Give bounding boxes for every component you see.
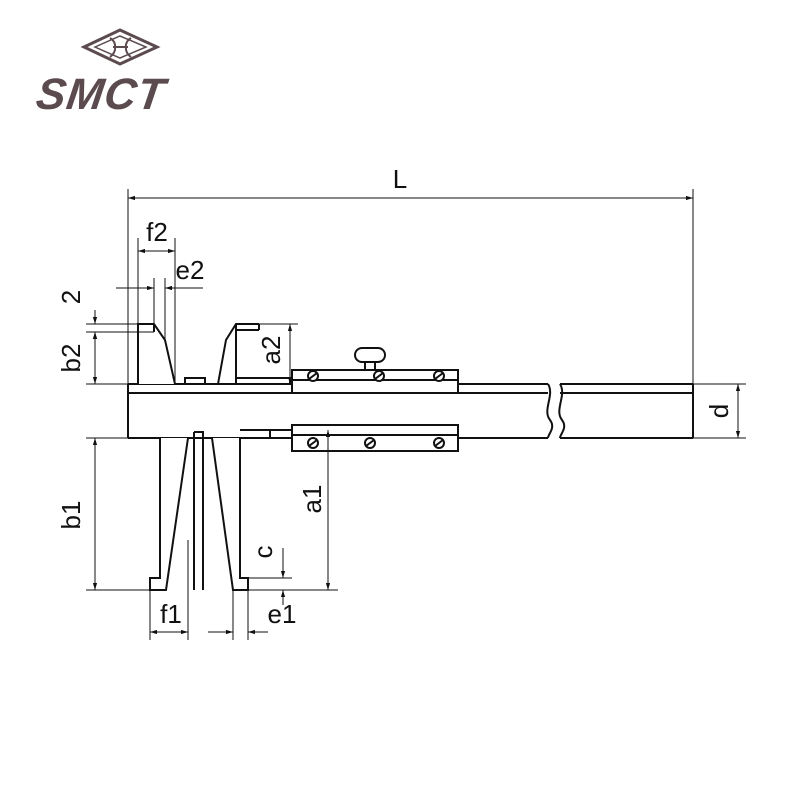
label-a2: a2 [256, 336, 286, 365]
dimension-lines [86, 189, 746, 640]
logo-text: SMCT [33, 70, 171, 119]
brand-logo: SMCT [33, 28, 172, 119]
screw-icon [307, 370, 445, 449]
thumb-screw-icon [354, 347, 386, 371]
label-a1: a1 [297, 485, 327, 514]
label-e1: e1 [268, 599, 297, 629]
label-f2: f2 [146, 217, 168, 247]
dimension-labels: L d f2 e2 2 b2 a2 b1 a1 c f1 e1 [56, 164, 734, 629]
label-2: 2 [56, 290, 86, 304]
label-b1: b1 [56, 501, 86, 530]
label-d: d [704, 404, 734, 418]
label-c: c [248, 546, 278, 559]
label-L: L [393, 164, 407, 194]
label-e2: e2 [176, 255, 205, 285]
label-f1: f1 [160, 599, 182, 629]
label-b2: b2 [56, 344, 86, 373]
caliper-body [127, 323, 694, 591]
logo-diamond-icon [80, 28, 161, 66]
